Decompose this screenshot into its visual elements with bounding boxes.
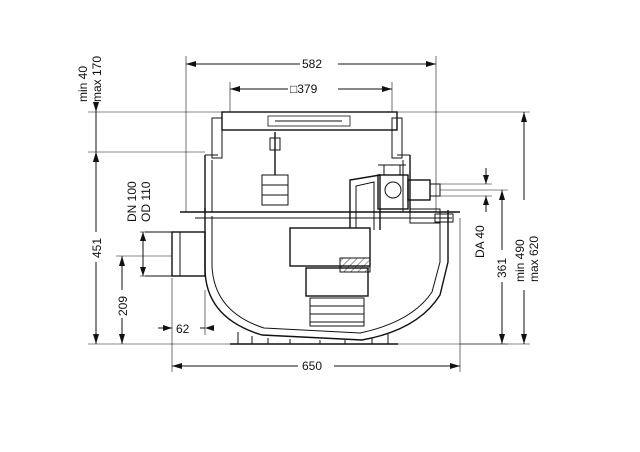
cover-square-label: □379 (290, 82, 318, 96)
dimension-extension (88, 102, 222, 162)
dimension-top-width (185, 56, 437, 212)
top-width-label: 582 (302, 57, 322, 71)
dimension-outlet-diameter (440, 168, 492, 212)
dimension-cover-square (229, 82, 393, 112)
inlet-od-label: OD 110 (139, 181, 153, 222)
dimension-inlet-diameter (140, 231, 146, 277)
cover (221, 111, 398, 131)
dimension-inlet-offset (158, 290, 214, 335)
outlet-height-label: 361 (495, 258, 509, 278)
dimension-height-overall (88, 151, 230, 345)
extension-min-label: min 40 (76, 66, 90, 102)
inlet-pipe (145, 231, 206, 277)
outlet-da-label: DA 40 (473, 225, 487, 258)
dimension-bottom-width (171, 218, 461, 372)
tank-feet (230, 332, 398, 345)
inlet-height-label: 209 (116, 296, 130, 316)
dimension-inlet-height (116, 255, 172, 344)
inlet-offset-label: 62 (176, 322, 190, 336)
extension-max-label: max 170 (90, 56, 104, 102)
total-max-label: max 620 (527, 236, 541, 282)
total-min-label: min 490 (513, 239, 527, 282)
pump-assembly (261, 132, 454, 327)
upper-extension (204, 117, 411, 212)
tank-body (180, 208, 460, 345)
inlet-dn-label: DN 100 (125, 181, 139, 222)
height-overall-label: 451 (90, 238, 104, 258)
dimension-total-height (397, 111, 530, 345)
bottom-width-label: 650 (302, 359, 322, 373)
